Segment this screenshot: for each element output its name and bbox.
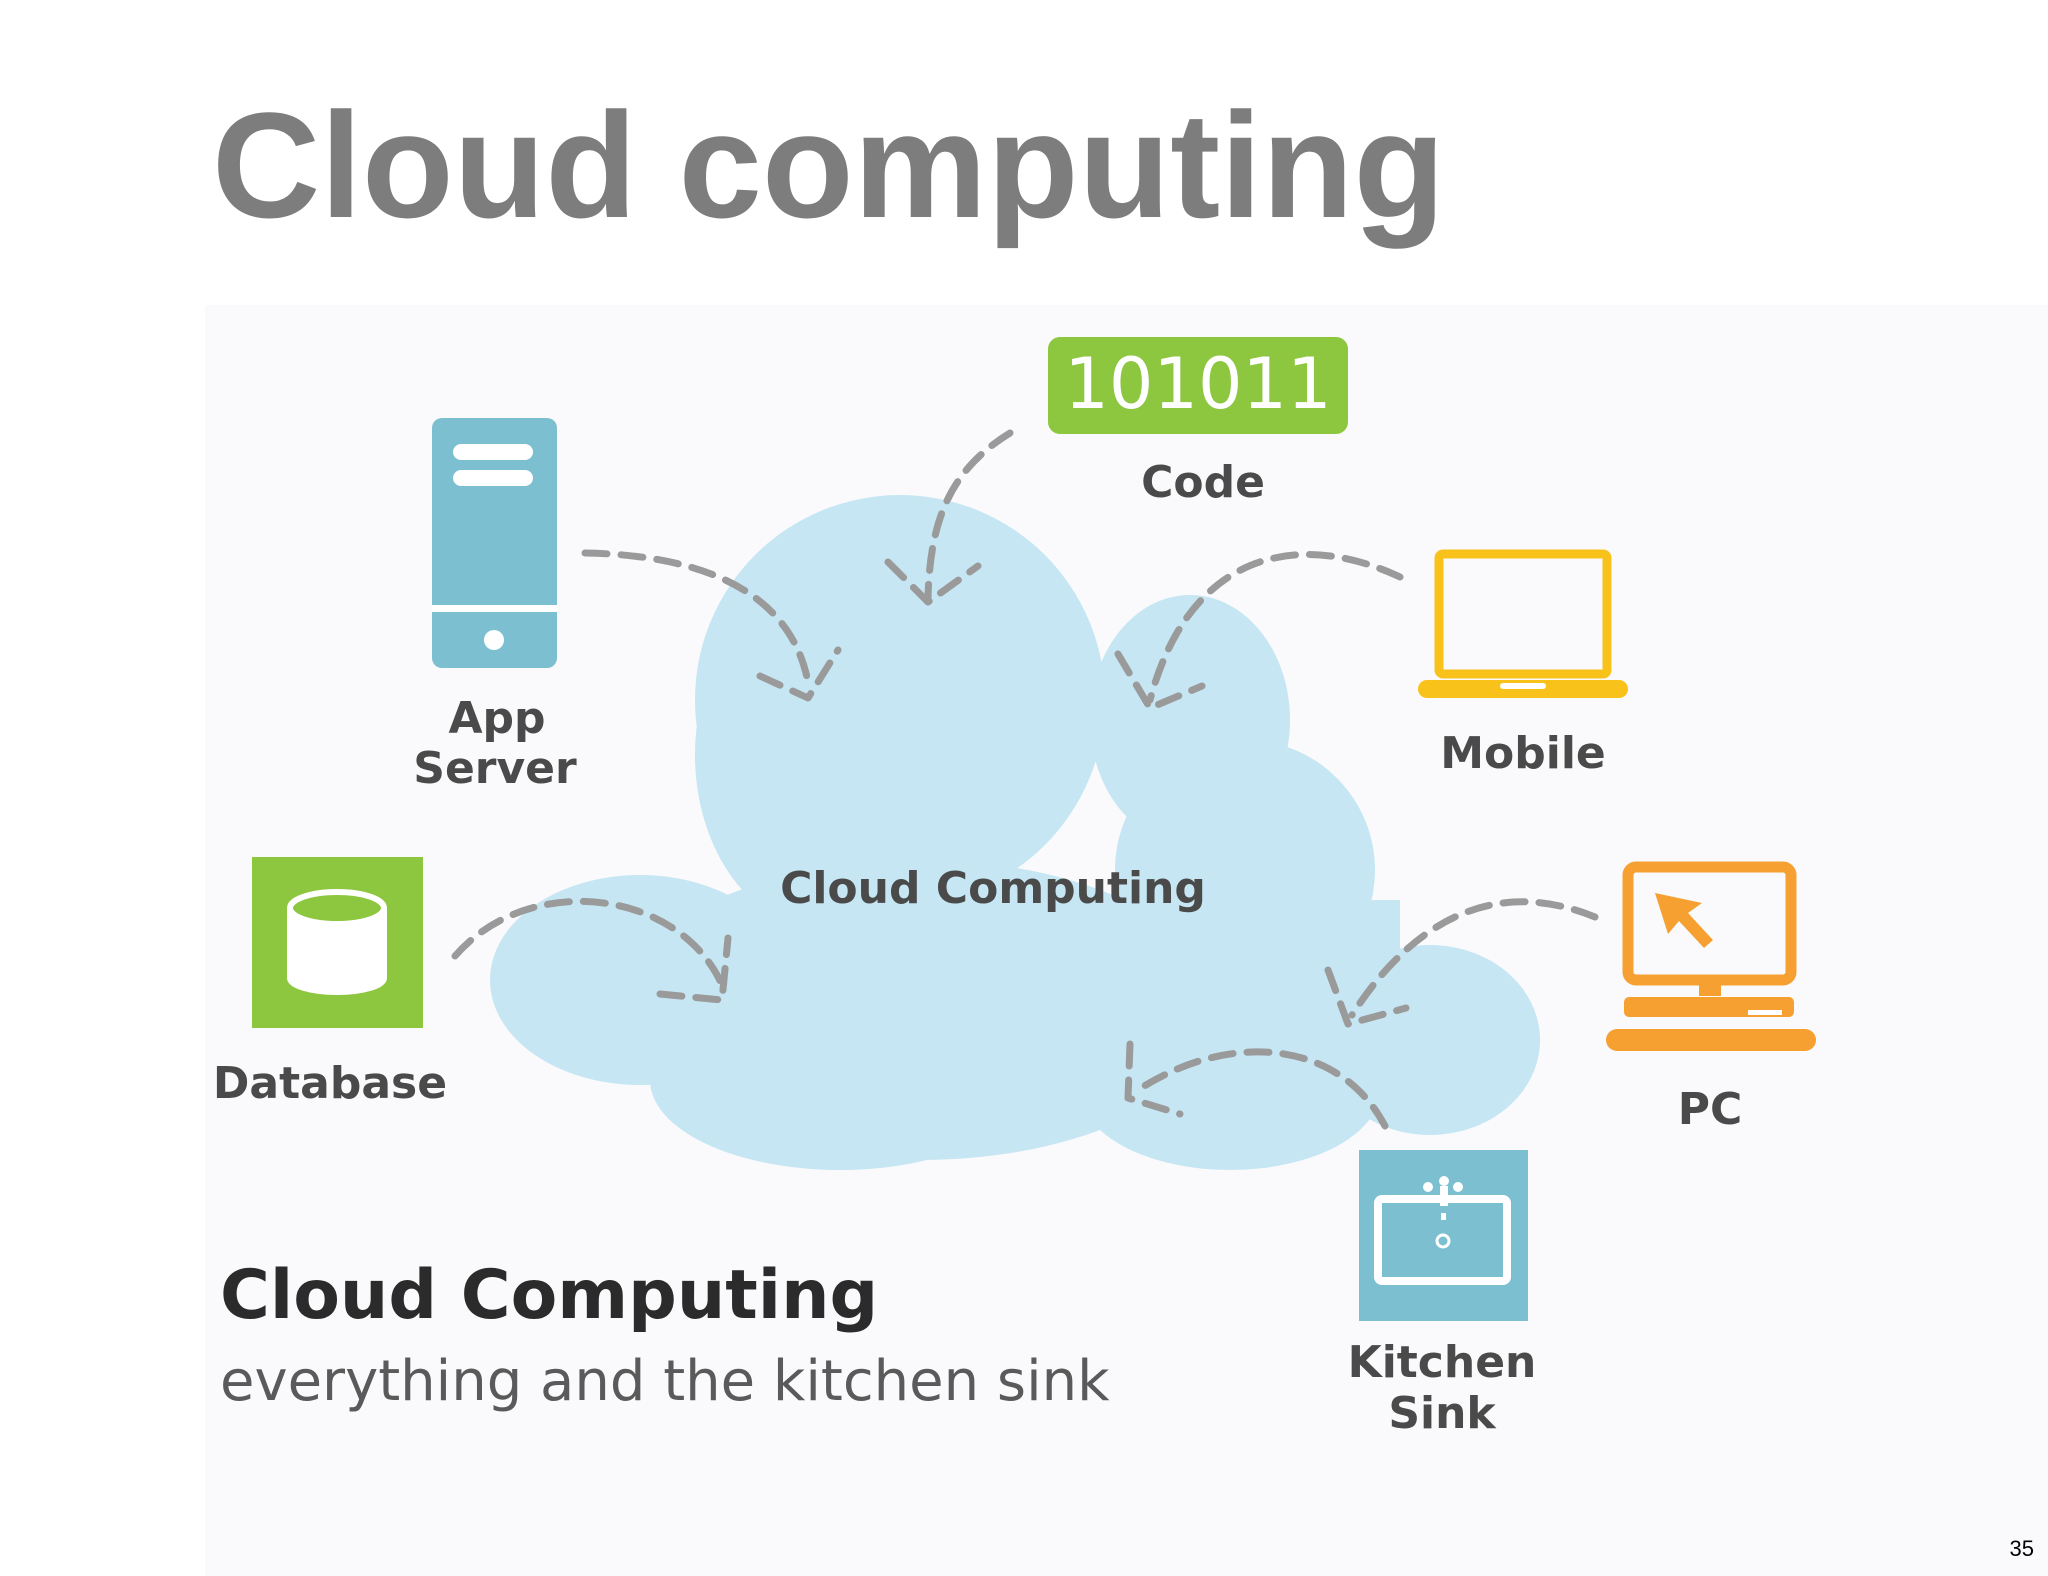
page-number: 35 <box>2009 1536 2034 1561</box>
arrow-app-server <box>581 549 812 686</box>
sink-icon <box>1359 1150 1528 1321</box>
pc-node: PC <box>1606 861 1816 1135</box>
arrow-mobile <box>1146 550 1404 704</box>
cloud-shape <box>490 495 1540 1170</box>
binary-code-icon: 101011 <box>1048 337 1348 434</box>
mobile-label: Mobile <box>1440 728 1606 779</box>
arrow-head-code <box>884 558 982 606</box>
arrow-kitchen-sink <box>1134 1048 1389 1130</box>
arrow-pc <box>1348 898 1599 1019</box>
arrow-head-app-server <box>756 646 842 702</box>
laptop-icon <box>1418 549 1628 698</box>
database-icon <box>252 857 423 1028</box>
arrow-head-kitchen-sink <box>1124 1040 1184 1118</box>
slide-title: Cloud computing <box>212 81 1446 249</box>
arrow-head-pc <box>1324 966 1410 1028</box>
caption-subtitle: everything and the kitchen sink <box>220 1349 1110 1414</box>
kitchen-sink-label-line2: Sink <box>1388 1388 1497 1439</box>
app-server-node: App Server <box>413 418 577 794</box>
desktop-computer-icon <box>1606 861 1816 1051</box>
arrow-head-mobile <box>1114 650 1206 712</box>
dashed-arrows <box>451 429 1599 1130</box>
app-server-label-line1: App <box>448 693 545 744</box>
code-label: Code <box>1141 457 1265 508</box>
server-icon <box>432 418 557 668</box>
arrow-code <box>924 429 1014 602</box>
mobile-node: Mobile <box>1418 549 1628 779</box>
database-label: Database <box>213 1058 447 1109</box>
database-node: Database <box>213 857 447 1109</box>
code-node: 101011 Code <box>1048 337 1348 508</box>
code-badge-text: 101011 <box>1064 343 1331 425</box>
arrow-head-database <box>656 934 732 1004</box>
arrow-database <box>451 897 726 989</box>
app-server-label-line2: Server <box>413 743 577 794</box>
kitchen-sink-label-line1: Kitchen <box>1348 1337 1537 1388</box>
kitchen-sink-node: Kitchen Sink <box>1348 1150 1537 1439</box>
caption-title: Cloud Computing <box>220 1256 878 1335</box>
pc-label: PC <box>1678 1084 1743 1135</box>
cloud-center-label: Cloud Computing <box>780 863 1206 914</box>
